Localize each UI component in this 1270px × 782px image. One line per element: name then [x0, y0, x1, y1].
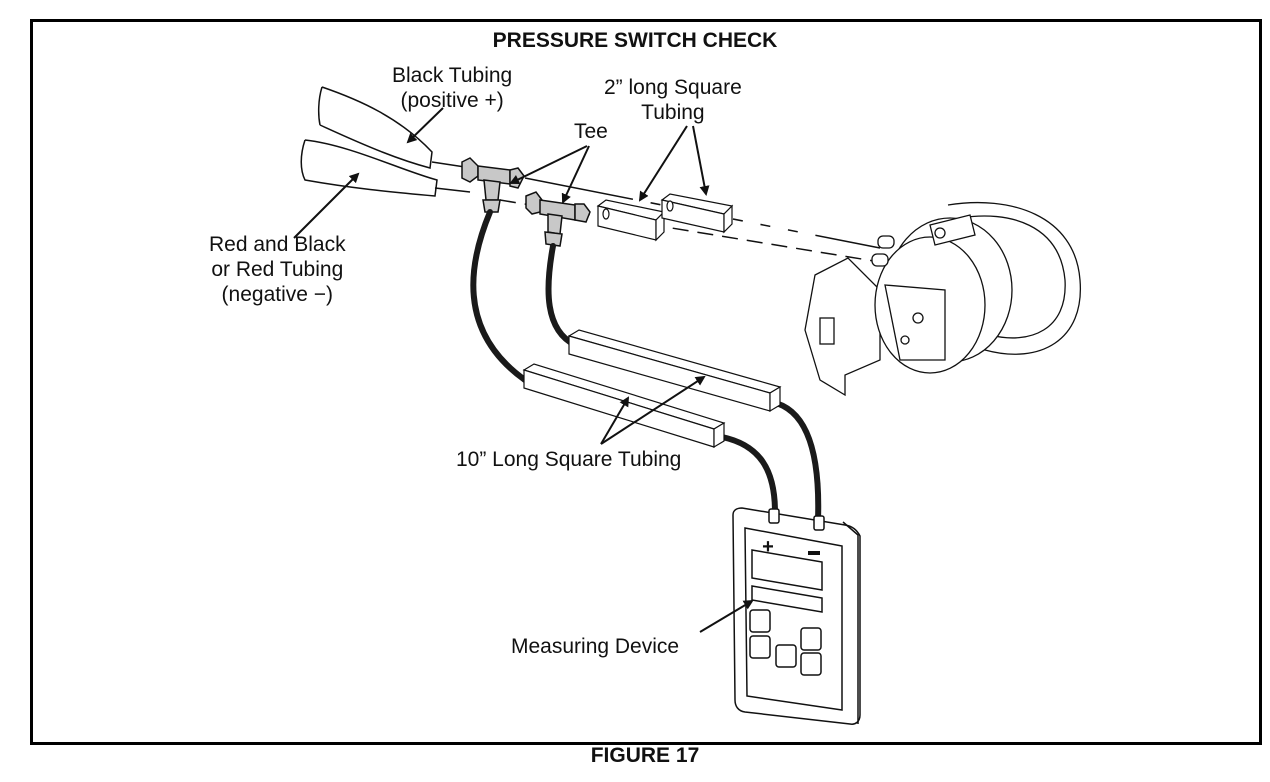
red-source-tube	[300, 139, 438, 197]
label-short-square-tubing-line1: 2” long Square	[604, 76, 742, 99]
label-tee: Tee	[574, 120, 608, 143]
switch-port-2	[871, 253, 889, 267]
switch-hose-loop-outer	[947, 201, 1081, 355]
arrow-long-tubing-1	[600, 396, 630, 445]
label-black-tubing-line1: Black Tubing	[392, 64, 513, 87]
device-plus-symbol: +	[762, 536, 774, 558]
device-button	[775, 644, 797, 668]
bracket-slot	[819, 317, 835, 345]
label-short-square-tubing-line2: Tubing	[641, 101, 705, 124]
device-button	[800, 627, 822, 651]
hoses	[470, 209, 822, 523]
device-button	[749, 609, 771, 633]
label-black-tubing: Black Tubing (positive +)	[392, 63, 512, 113]
black-source-tube	[317, 86, 433, 169]
black-tube-line	[431, 161, 466, 168]
red-tube-line	[434, 187, 471, 193]
pressure-switch	[804, 201, 1081, 397]
switch-port-1	[877, 235, 895, 249]
hose-positive-lower	[719, 434, 778, 515]
label-measuring-device: Measuring Device	[511, 635, 680, 658]
source-tubes	[300, 86, 471, 197]
arrow-red-tubing	[293, 172, 360, 239]
figure-frame	[30, 19, 1262, 745]
label-red-tubing-line3: (negative −)	[221, 283, 334, 306]
switch-hose-loop-inner	[959, 215, 1066, 339]
negative-port	[813, 515, 825, 531]
label-red-tubing-line1: Red and Black	[209, 233, 346, 256]
device-display-1	[751, 549, 823, 591]
device-button	[749, 635, 771, 659]
tee-1	[461, 157, 525, 213]
short-square-tubing	[596, 193, 734, 242]
figure-caption: FIGURE 17	[590, 744, 700, 767]
label-long-square-tubing: 10” Long Square Tubing	[456, 448, 682, 471]
mounting-bracket	[804, 257, 881, 397]
device-minus-symbol	[808, 551, 820, 555]
long-square-tubing	[522, 329, 782, 449]
hose-negative-lower	[769, 399, 822, 523]
leader-arrows	[293, 107, 754, 633]
arrow-tee-2	[561, 145, 590, 204]
device-button	[800, 652, 822, 676]
arrow-measuring-device	[699, 599, 754, 633]
label-red-tubing-line2: or Red Tubing	[211, 258, 344, 281]
label-red-tubing: Red and Black or Red Tubing (negative −)	[209, 232, 346, 307]
arrow-tee-1	[509, 145, 588, 184]
label-black-tubing-line2: (positive +)	[400, 89, 504, 112]
label-short-square-tubing: 2” long Square Tubing	[604, 75, 742, 125]
positive-port	[768, 508, 780, 524]
hose-positive-upper	[470, 209, 528, 383]
arrow-short-tubing-2	[692, 125, 710, 196]
hose-negative-upper	[545, 243, 578, 348]
arrow-black-tubing	[406, 107, 444, 144]
tee-2	[525, 191, 591, 247]
arrow-long-tubing-2	[600, 375, 706, 445]
measuring-device	[732, 507, 861, 725]
device-display-2	[751, 585, 823, 613]
figure-title: PRESSURE SWITCH CHECK	[492, 29, 778, 52]
arrow-short-tubing-1	[638, 125, 688, 202]
